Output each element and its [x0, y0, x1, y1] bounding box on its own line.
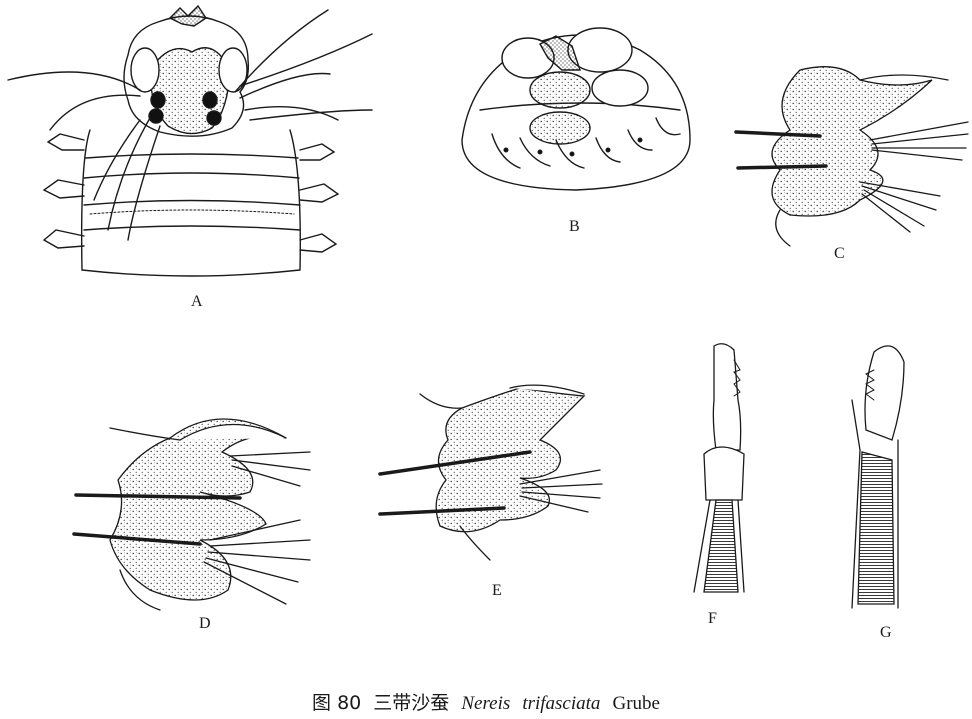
panel-c-parapodium: [736, 67, 968, 246]
species-chinese-name: 三带沙蚕: [373, 692, 450, 714]
figure-caption: 图 80 三带沙蚕 Nereis trifasciata Grube: [0, 688, 972, 715]
panel-e-parapodium: [380, 385, 602, 560]
figure-number: 图 80: [312, 692, 362, 714]
panel-b-proboscis: [462, 28, 690, 190]
panel-label-a: A: [191, 293, 203, 310]
panel-label-f: F: [708, 610, 717, 627]
panel-label-g: G: [880, 624, 892, 641]
panel-label-e: E: [492, 582, 502, 599]
panel-label-d: D: [199, 615, 211, 632]
panel-d-parapodium: [74, 419, 310, 610]
author-name: Grube: [612, 693, 660, 714]
panel-label-b: B: [569, 218, 580, 235]
species-epithet: trifasciata: [522, 693, 601, 714]
genus-name: Nereis: [461, 693, 511, 714]
panel-g-seta: [852, 346, 904, 608]
panel-label-c: C: [834, 245, 845, 262]
panel-f-seta: [694, 344, 744, 592]
panel-a-anterior-end: [8, 6, 372, 276]
